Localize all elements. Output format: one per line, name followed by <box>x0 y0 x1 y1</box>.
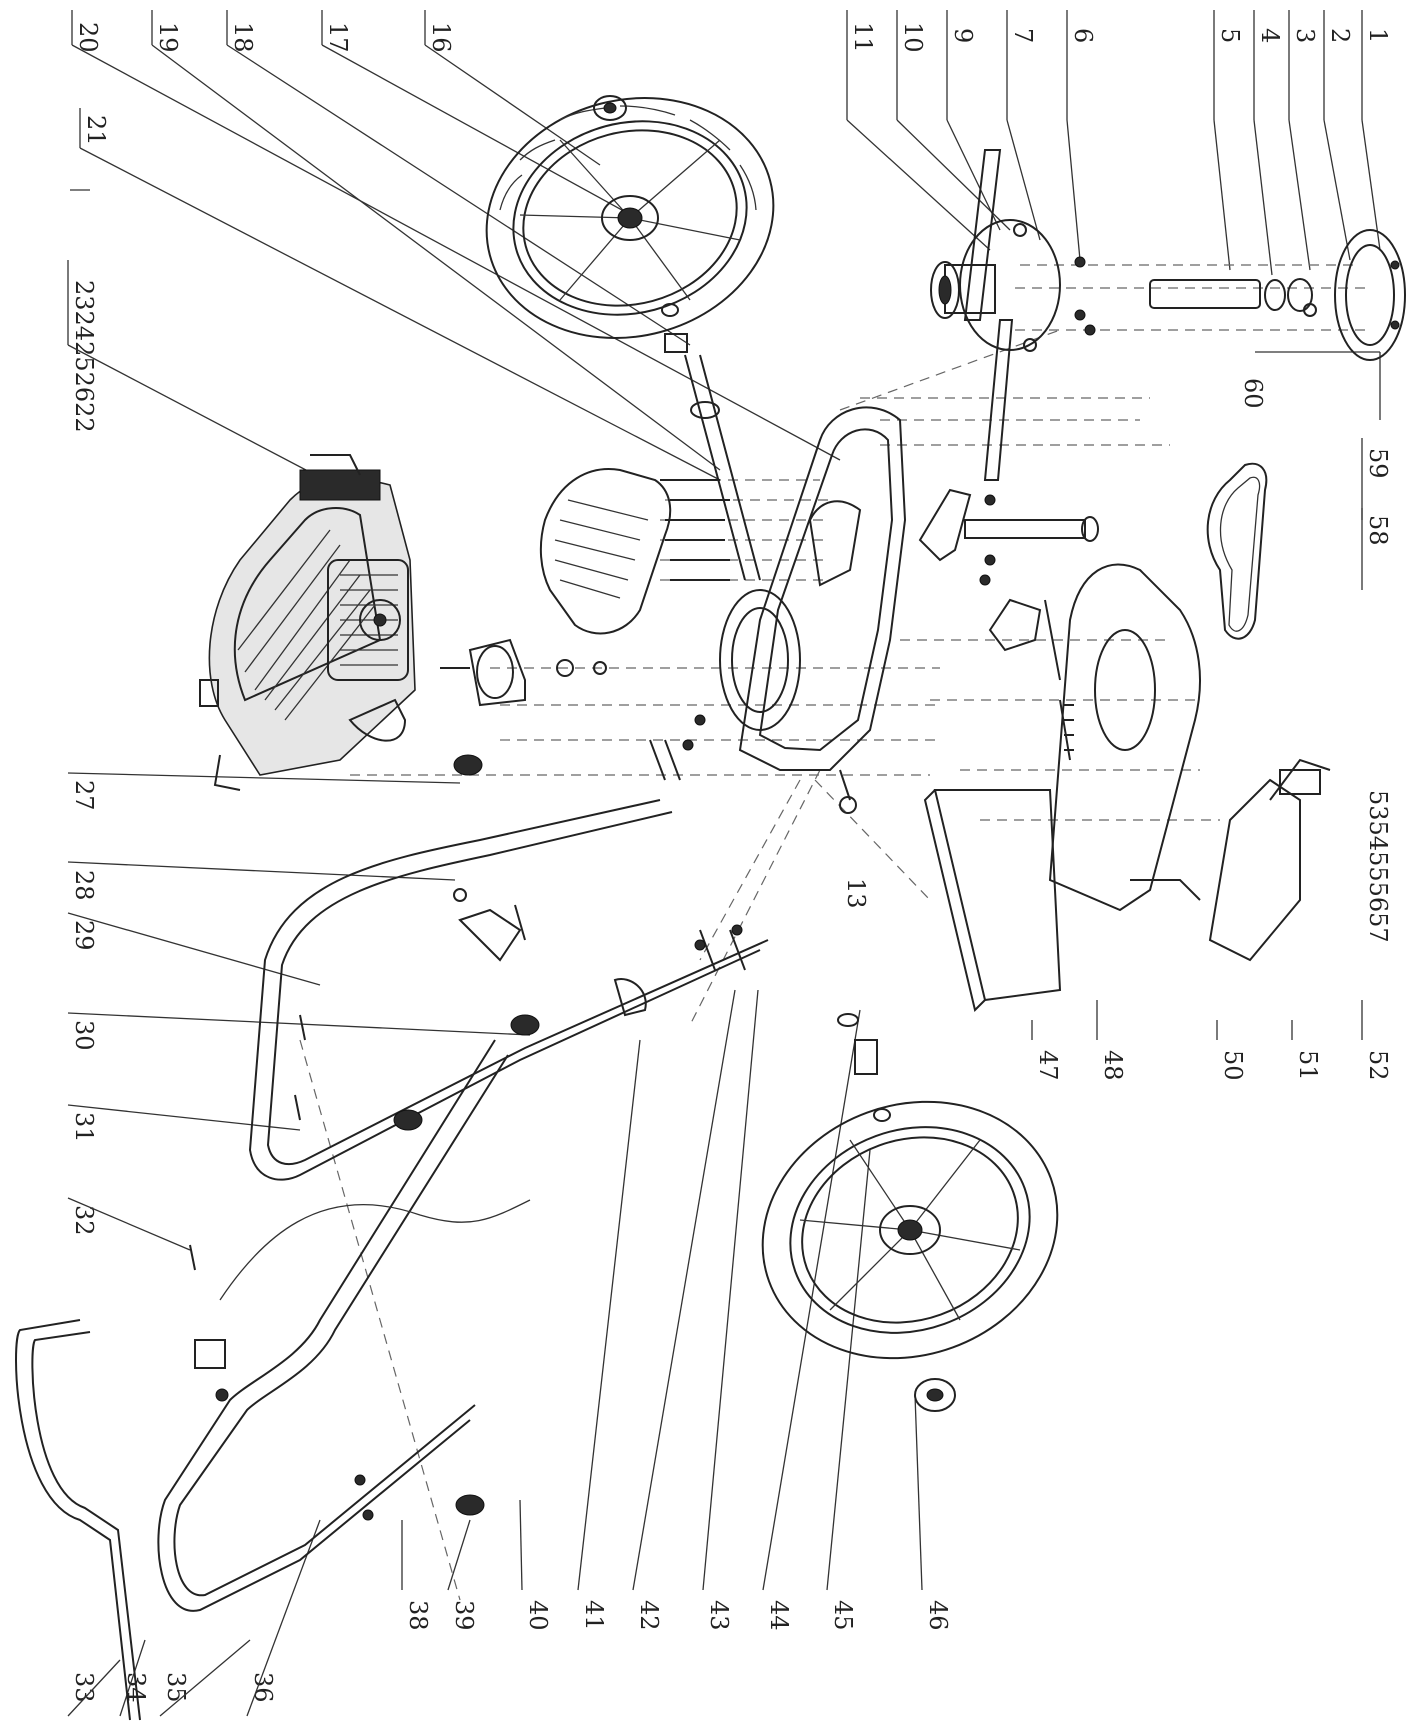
wheel-top <box>485 95 775 581</box>
part-label-51: 51 <box>1294 1050 1322 1081</box>
lever-spring <box>1044 599 1074 761</box>
part-label-32: 32 <box>70 1205 98 1236</box>
part-label-52: 52 <box>1364 1050 1392 1081</box>
part-label-1: 1 <box>1364 28 1392 43</box>
part-label-50: 50 <box>1219 1050 1247 1081</box>
part-label-18: 18 <box>229 22 257 53</box>
part-label-35: 35 <box>162 1672 190 1703</box>
part-label-47: 47 <box>1034 1050 1062 1081</box>
part-label-3: 3 <box>1291 28 1319 43</box>
part-label-7: 7 <box>1009 28 1037 43</box>
deck-frame <box>719 406 907 814</box>
part-label-58: 58 <box>1364 515 1392 546</box>
engine <box>199 454 607 791</box>
part-label-33: 33 <box>70 1672 98 1703</box>
part-label-31: 31 <box>70 1112 98 1143</box>
part-label-41: 41 <box>580 1600 608 1631</box>
part-label-45: 45 <box>829 1600 857 1631</box>
label-group-left: 27 28 29 30 31 32 <box>70 780 98 1236</box>
part-label-2: 2 <box>1326 28 1354 43</box>
part-label-30: 30 <box>70 1020 98 1051</box>
part-label-44: 44 <box>765 1600 793 1631</box>
part-label-38: 38 <box>404 1600 432 1631</box>
bolts-row <box>660 479 730 581</box>
label-group-bottom: 33 34 35 36 38 39 40 41 42 43 44 45 46 1… <box>70 790 1392 1703</box>
part-label-6: 6 <box>1069 28 1097 43</box>
alignment-dashes <box>299 264 1370 1601</box>
part-label-59: 59 <box>1364 448 1392 479</box>
part-label-40: 40 <box>524 1600 552 1631</box>
part-label-21: 21 <box>82 115 110 146</box>
part-label-22: 2324252622 <box>70 280 98 433</box>
part-label-60: 60 <box>1239 378 1267 409</box>
blade-guard <box>1048 563 1331 962</box>
part-label-48: 48 <box>1099 1050 1127 1081</box>
part-label-17: 17 <box>324 22 352 53</box>
skid-plate <box>923 789 1062 1012</box>
part-label-28: 28 <box>70 870 98 901</box>
part-label-46: 46 <box>924 1600 952 1631</box>
leader-lines <box>67 10 1381 1717</box>
part-label-11: 11 <box>849 22 877 53</box>
part-label-29: 29 <box>70 920 98 951</box>
part-label-20: 20 <box>74 22 102 53</box>
part-label-5: 5 <box>1216 28 1244 43</box>
label-group-top: 1 2 3 4 5 6 7 9 10 11 16 17 18 19 20 21 … <box>70 22 1392 546</box>
part-label-42: 42 <box>635 1600 663 1631</box>
wheel-bottom <box>761 1013 1059 1412</box>
drive-belt <box>1206 462 1268 640</box>
handle-frame <box>15 714 769 1721</box>
part-label-10: 10 <box>899 22 927 53</box>
part-label-27: 27 <box>70 780 98 811</box>
part-label-43: 43 <box>705 1600 733 1631</box>
part-label-4: 4 <box>1256 28 1284 43</box>
part-label-39: 39 <box>450 1600 478 1631</box>
part-label-9: 9 <box>949 28 977 43</box>
part-label-53-57: 5354555657 <box>1364 790 1392 943</box>
part-label-19: 19 <box>154 22 182 53</box>
spindle-plate <box>918 488 1099 652</box>
part-label-13: 13 <box>842 878 870 909</box>
part-label-16: 16 <box>427 22 455 53</box>
blade-head <box>930 149 1406 481</box>
belt-cover <box>539 468 672 635</box>
